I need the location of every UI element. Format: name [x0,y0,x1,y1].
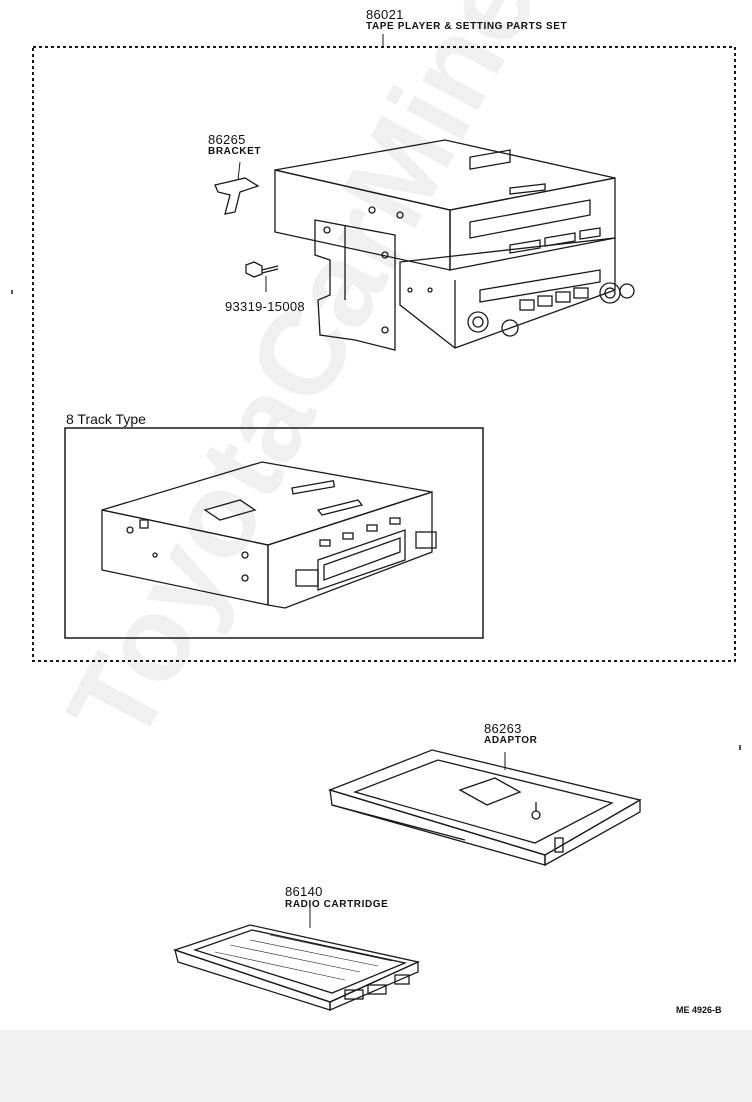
adaptor-illustration [328,749,642,867]
diagram-canvas [11,34,741,1011]
bracket-part-name: BRACKET [208,146,262,157]
eight-track-player-illustration [101,461,437,609]
screw-illustration [245,261,279,292]
radio-cartridge-part-name: RADIO CARTRIDGE [285,899,389,910]
parts-diagram-page: ToyotaCarMine.ru [11,0,741,1015]
diagram-code: ME 4926-B [676,1005,722,1015]
eight-track-inset-box [64,427,484,639]
inset-title: 8 Track Type [66,411,146,427]
screw-part-number: 93319-15008 [225,299,305,314]
tape-player-illustration [274,139,635,351]
set-boundary [32,46,736,662]
set-part-name: TAPE PLAYER & SETTING PARTS SET [366,21,568,32]
adaptor-part-number: 86263 [484,721,522,736]
set-part-number: 86021 [366,7,404,22]
footer-band [0,1030,752,1102]
bracket-part-number: 86265 [208,132,246,147]
bracket-illustration [214,161,260,215]
adaptor-part-name: ADAPTOR [484,735,538,746]
radio-cartridge-illustration [172,905,421,1011]
radio-cartridge-part-number: 86140 [285,884,323,899]
